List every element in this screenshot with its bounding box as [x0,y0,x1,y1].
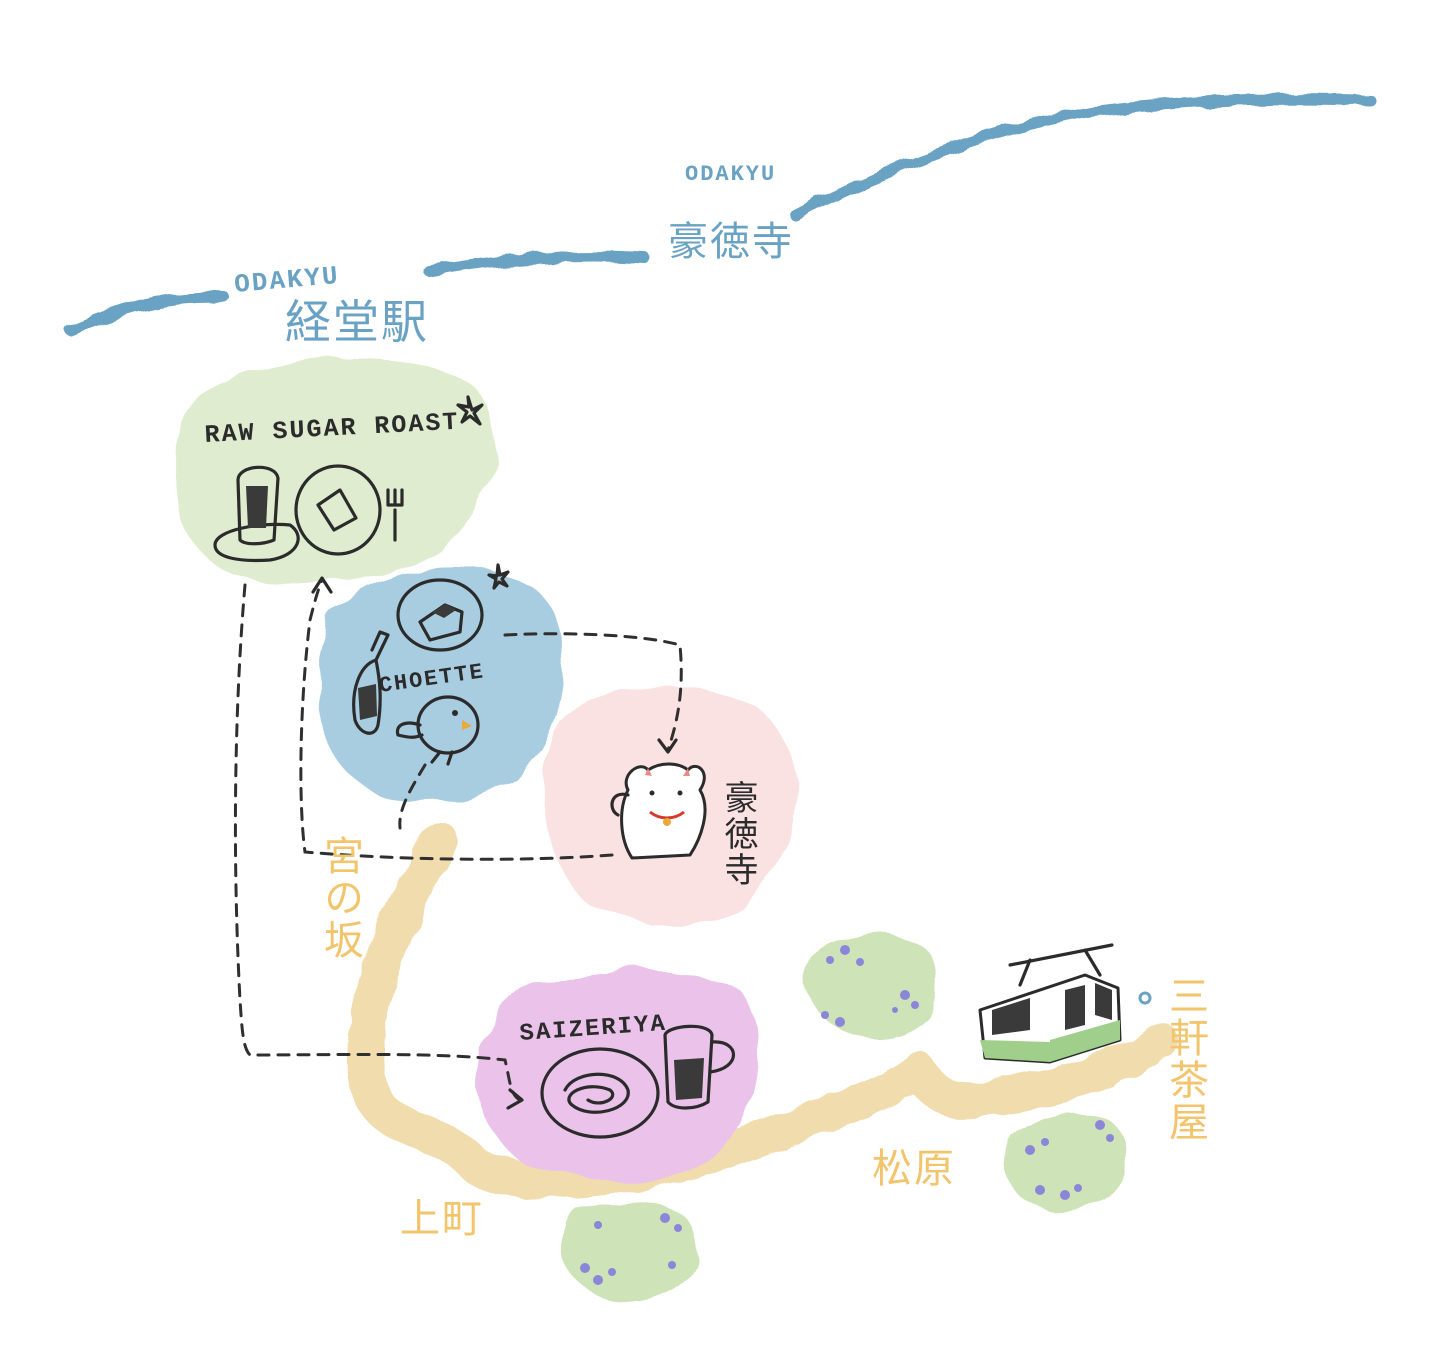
bush-cluster-lower [561,1202,697,1302]
arrow-head [311,576,333,594]
station-name-label: 経堂駅 [285,295,429,349]
wine-bottle-icon [352,630,390,735]
arrow-head [506,1088,524,1110]
station-gotokuji: ODAKYU 豪徳寺 [668,162,794,265]
sparkle-icon [487,563,510,590]
bush [561,1202,697,1302]
drink-mug-icon [663,1024,736,1110]
arrow-head [657,738,678,754]
coffee-cup-icon [213,465,300,563]
stop-miyanosaka-label: 宮の坂 [317,835,363,961]
walking-route [233,576,683,1110]
route-choette-to-gotokuji [503,632,683,752]
cake-plate-icon [294,464,382,556]
route-choette-spur [398,763,427,830]
flowers [580,1213,682,1285]
route-raw-to-saizeriya [233,583,522,1102]
choette-area [316,568,564,804]
bush [806,933,940,1039]
tram-icon [978,943,1152,1064]
bush-cluster-upper [806,933,940,1039]
flowers [821,945,919,1027]
stop-sangenjaya-label: 三軒茶屋 [1162,975,1208,1143]
sparkle-icon [456,395,484,426]
flowers [1025,1120,1114,1200]
bush-cluster-right [1005,1111,1127,1212]
maneki-neko-icon [610,762,707,860]
bush [1005,1111,1127,1212]
place-name-gotokuji: 豪徳寺 [718,780,758,888]
odakyu-rail-line [64,93,1376,336]
stop-matsubara-label: 松原 [872,1146,956,1192]
fork-icon [386,488,404,542]
route-gotokuji-to-raw [299,578,614,861]
station-name-label: 豪徳寺 [668,219,794,265]
owl-icon [395,695,480,766]
cake-slice-plate-icon [396,578,484,652]
stop-kamimachi-label: 上町 [400,1196,484,1242]
station-kyodo: ODAKYU 経堂駅 [233,261,429,349]
raw-sugar-roast-area [172,359,496,587]
saizeriya-area [478,969,758,1181]
pasta-plate-icon [540,1047,660,1139]
station-operator-label: ODAKYU [685,162,776,187]
